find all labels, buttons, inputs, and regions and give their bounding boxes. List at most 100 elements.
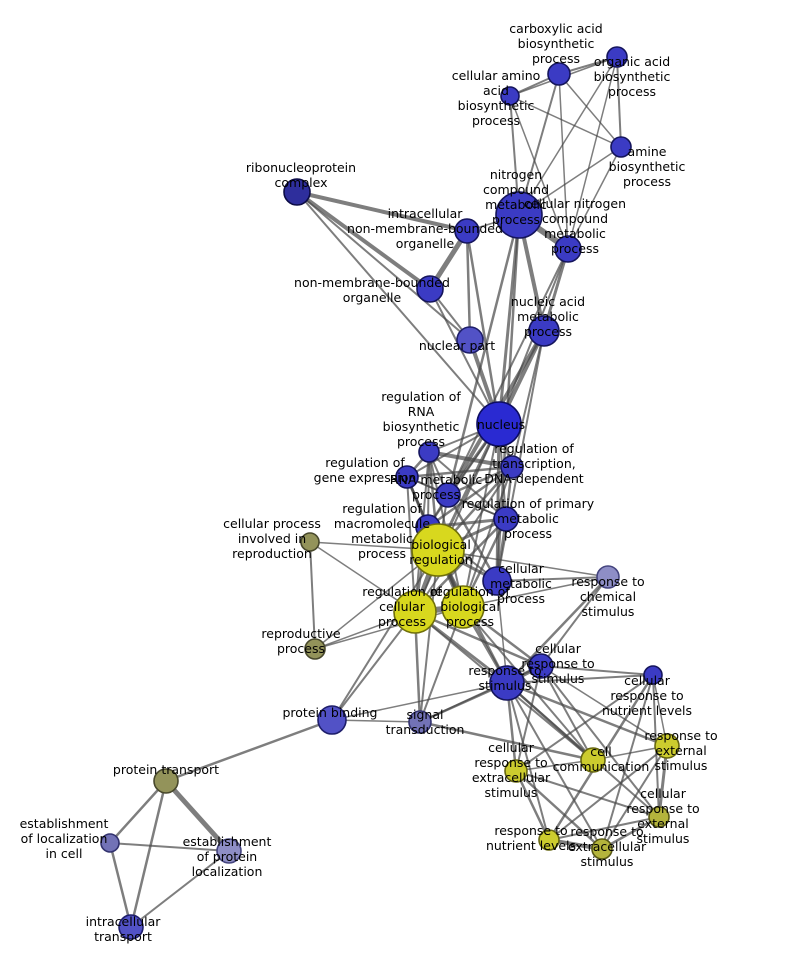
edge-cellular-response-to-external-stimulus--response-to-nutrient-levels [548,816,660,841]
edge-protein-transport--intracellular-transport [129,779,168,929]
edge-cellular-nitrogen-compound-metabolic-process--rna-metabolic-process [447,248,569,496]
node-cell-communication[interactable] [580,747,606,773]
node-cellular-amino-acid-biosynthetic-process[interactable] [500,86,520,106]
node-establishment-of-localization-in-cell[interactable] [100,833,120,853]
node-organic-acid-biosynthetic-process[interactable] [606,46,628,68]
edge-regulation-of-biological-process--cell-communication [462,606,594,761]
node-nitrogen-compound-metabolic-process[interactable] [495,191,543,239]
edge-carboxylic-acid-biosynthetic-process--amine-biosynthetic-process [558,73,622,148]
node-cellular-response-to-nutrient-levels[interactable] [643,665,663,685]
edge-response-to-chemical-stimulus--cellular-response-to-stimulus [540,576,609,667]
node-cellular-response-to-stimulus[interactable] [528,653,554,679]
node-rna-metabolic-process[interactable] [435,482,461,508]
node-cellular-response-to-external-stimulus[interactable] [648,806,670,828]
edge-cell-communication--cellular-response-to-extracellular-stimulus [515,759,594,772]
edge-carboxylic-acid-biosynthetic-process--nitrogen-compound-metabolic-process [518,73,560,216]
edge-organic-acid-biosynthetic-process--amine-biosynthetic-process [616,56,622,148]
node-regulation-of-transcription-dna-dependent[interactable] [500,455,524,479]
edge-amine-biosynthetic-process--cellular-nitrogen-compound-metabolic-process [567,146,622,250]
node-response-to-nutrient-levels[interactable] [538,829,560,851]
edge-ribonucleoprotein-complex--non-membrane-bounded-organelle [295,190,432,291]
edge-regulation-of-rna-biosynthetic-process--regulation-of-transcription-dna-dependent [427,450,514,469]
edge-regulation-of-biological-process--reproductive-process [314,606,464,650]
node-response-to-extracellular-stimulus[interactable] [591,838,613,860]
node-nucleic-acid-metabolic-process[interactable] [528,315,560,347]
node-regulation-of-biological-process[interactable] [441,585,485,629]
edge-cellular-response-to-nutrient-levels--cellular-response-to-extracellular-stimulus [515,674,654,772]
node-cellular-response-to-extracellular-stimulus[interactable] [504,759,528,783]
node-response-to-external-stimulus[interactable] [654,733,680,759]
node-amine-biosynthetic-process[interactable] [610,136,632,158]
edge-ribonucleoprotein-complex--nucleus [296,191,500,425]
edge-ribonucleoprotein-complex--nuclear-part [296,191,471,341]
node-biological-regulation[interactable] [411,523,465,577]
node-nucleus[interactable] [476,401,522,447]
edge-nucleic-acid-metabolic-process--regulation-of-transcription-dna-dependent [511,330,545,468]
node-carboxylic-acid-biosynthetic-process[interactable] [547,62,571,86]
edge-regulation-of-cellular-process--protein-binding [331,611,416,721]
node-regulation-of-primary-metabolic-process[interactable] [493,506,519,532]
edge-protein-transport--establishment-of-localization-in-cell [108,779,168,845]
edge-organic-acid-biosynthetic-process--nitrogen-compound-metabolic-process [518,56,618,216]
edge-organic-acid-biosynthetic-process--cellular-nitrogen-compound-metabolic-process [567,56,618,250]
node-response-to-chemical-stimulus[interactable] [596,565,620,589]
edge-non-membrane-bounded-organelle--nucleus [429,288,500,425]
node-nuclear-part[interactable] [456,326,484,354]
edge-cellular-metabolic-process--response-to-chemical-stimulus [496,576,609,582]
edge-carboxylic-acid-biosynthetic-process--cellular-nitrogen-compound-metabolic-process [558,73,569,250]
node-regulation-of-cellular-process[interactable] [393,590,437,634]
node-non-membrane-bounded-organelle[interactable] [416,275,444,303]
edge-regulation-of-transcription-dna-dependent--regulation-of-gene-expression [405,465,514,479]
edge-establishment-of-localization-in-cell--intracellular-transport [108,841,133,929]
edge-cellular-process-involved-in-reproduction--reproductive-process [309,541,316,650]
edge-biological-regulation--response-to-chemical-stimulus [437,549,609,578]
node-regulation-of-gene-expression[interactable] [395,465,419,489]
node-protein-binding[interactable] [317,705,347,735]
node-ribonucleoprotein-complex[interactable] [283,178,311,206]
edge-cellular-response-to-stimulus--cellular-response-to-external-stimulus [540,665,660,818]
node-response-to-stimulus[interactable] [489,665,525,701]
edge-regulation-of-transcription-dna-dependent--regulation-of-macromolecule-metabolic-process [426,465,514,529]
edge-response-to-external-stimulus--response-to-nutrient-levels [548,745,668,841]
node-signal-transduction[interactable] [408,710,432,734]
edge-regulation-of-biological-process--response-to-chemical-stimulus [462,576,609,608]
node-cellular-nitrogen-compound-metabolic-process[interactable] [554,235,582,263]
edge-biological-regulation--signal-transduction [419,549,439,723]
edge-cellular-response-to-nutrient-levels--response-to-extracellular-stimulus [601,674,654,850]
node-intracellular-transport[interactable] [118,914,144,940]
edge-nucleus--cellular-metabolic-process [495,422,501,583]
edge-regulation-of-cellular-process--cellular-response-to-stimulus [413,610,543,668]
edge-intracellular-non-membrane-bounded-organelle--nuclear-part [465,229,472,342]
edge-cellular-response-to-extracellular-stimulus--response-to-nutrient-levels [514,769,551,842]
edge-response-to-stimulus--protein-binding [331,682,508,721]
edge-cell-communication--signal-transduction [418,720,595,762]
edge-cellular-response-to-stimulus--cellular-response-to-extracellular-stimulus [515,665,542,772]
edge-response-to-stimulus--cellular-response-to-nutrient-levels [506,674,654,684]
edge-nucleic-acid-metabolic-process--cellular-metabolic-process [496,330,545,582]
edge-protein-transport--establishment-of-protein-localization [163,778,232,854]
edge-intracellular-non-membrane-bounded-organelle--nucleus [465,229,501,426]
edge-response-to-chemical-stimulus--response-to-stimulus [505,575,610,685]
edge-ribonucleoprotein-complex--intracellular-non-membrane-bounded-organelle [295,190,469,233]
node-cellular-metabolic-process[interactable] [482,566,512,596]
node-establishment-of-protein-localization[interactable] [216,838,242,864]
node-cellular-process-involved-in-reproduction[interactable] [300,532,320,552]
edge-nucleus--regulation-of-biological-process [462,423,500,608]
node-protein-transport[interactable] [153,768,179,794]
edges-layer [108,56,669,929]
node-intracellular-non-membrane-bounded-organelle[interactable] [454,218,480,244]
edge-cellular-response-to-stimulus--cell-communication [540,665,594,761]
edge-response-to-stimulus--response-to-external-stimulus [505,681,669,748]
edge-cellular-response-to-stimulus--cellular-response-to-nutrient-levels [540,665,654,676]
edge-establishment-of-protein-localization--intracellular-transport [130,850,230,928]
node-reproductive-process[interactable] [304,638,326,660]
nodes-layer [100,46,680,940]
edge-response-to-stimulus--cellular-response-to-external-stimulus [506,682,660,818]
node-regulation-of-rna-biosynthetic-process[interactable] [418,441,440,463]
